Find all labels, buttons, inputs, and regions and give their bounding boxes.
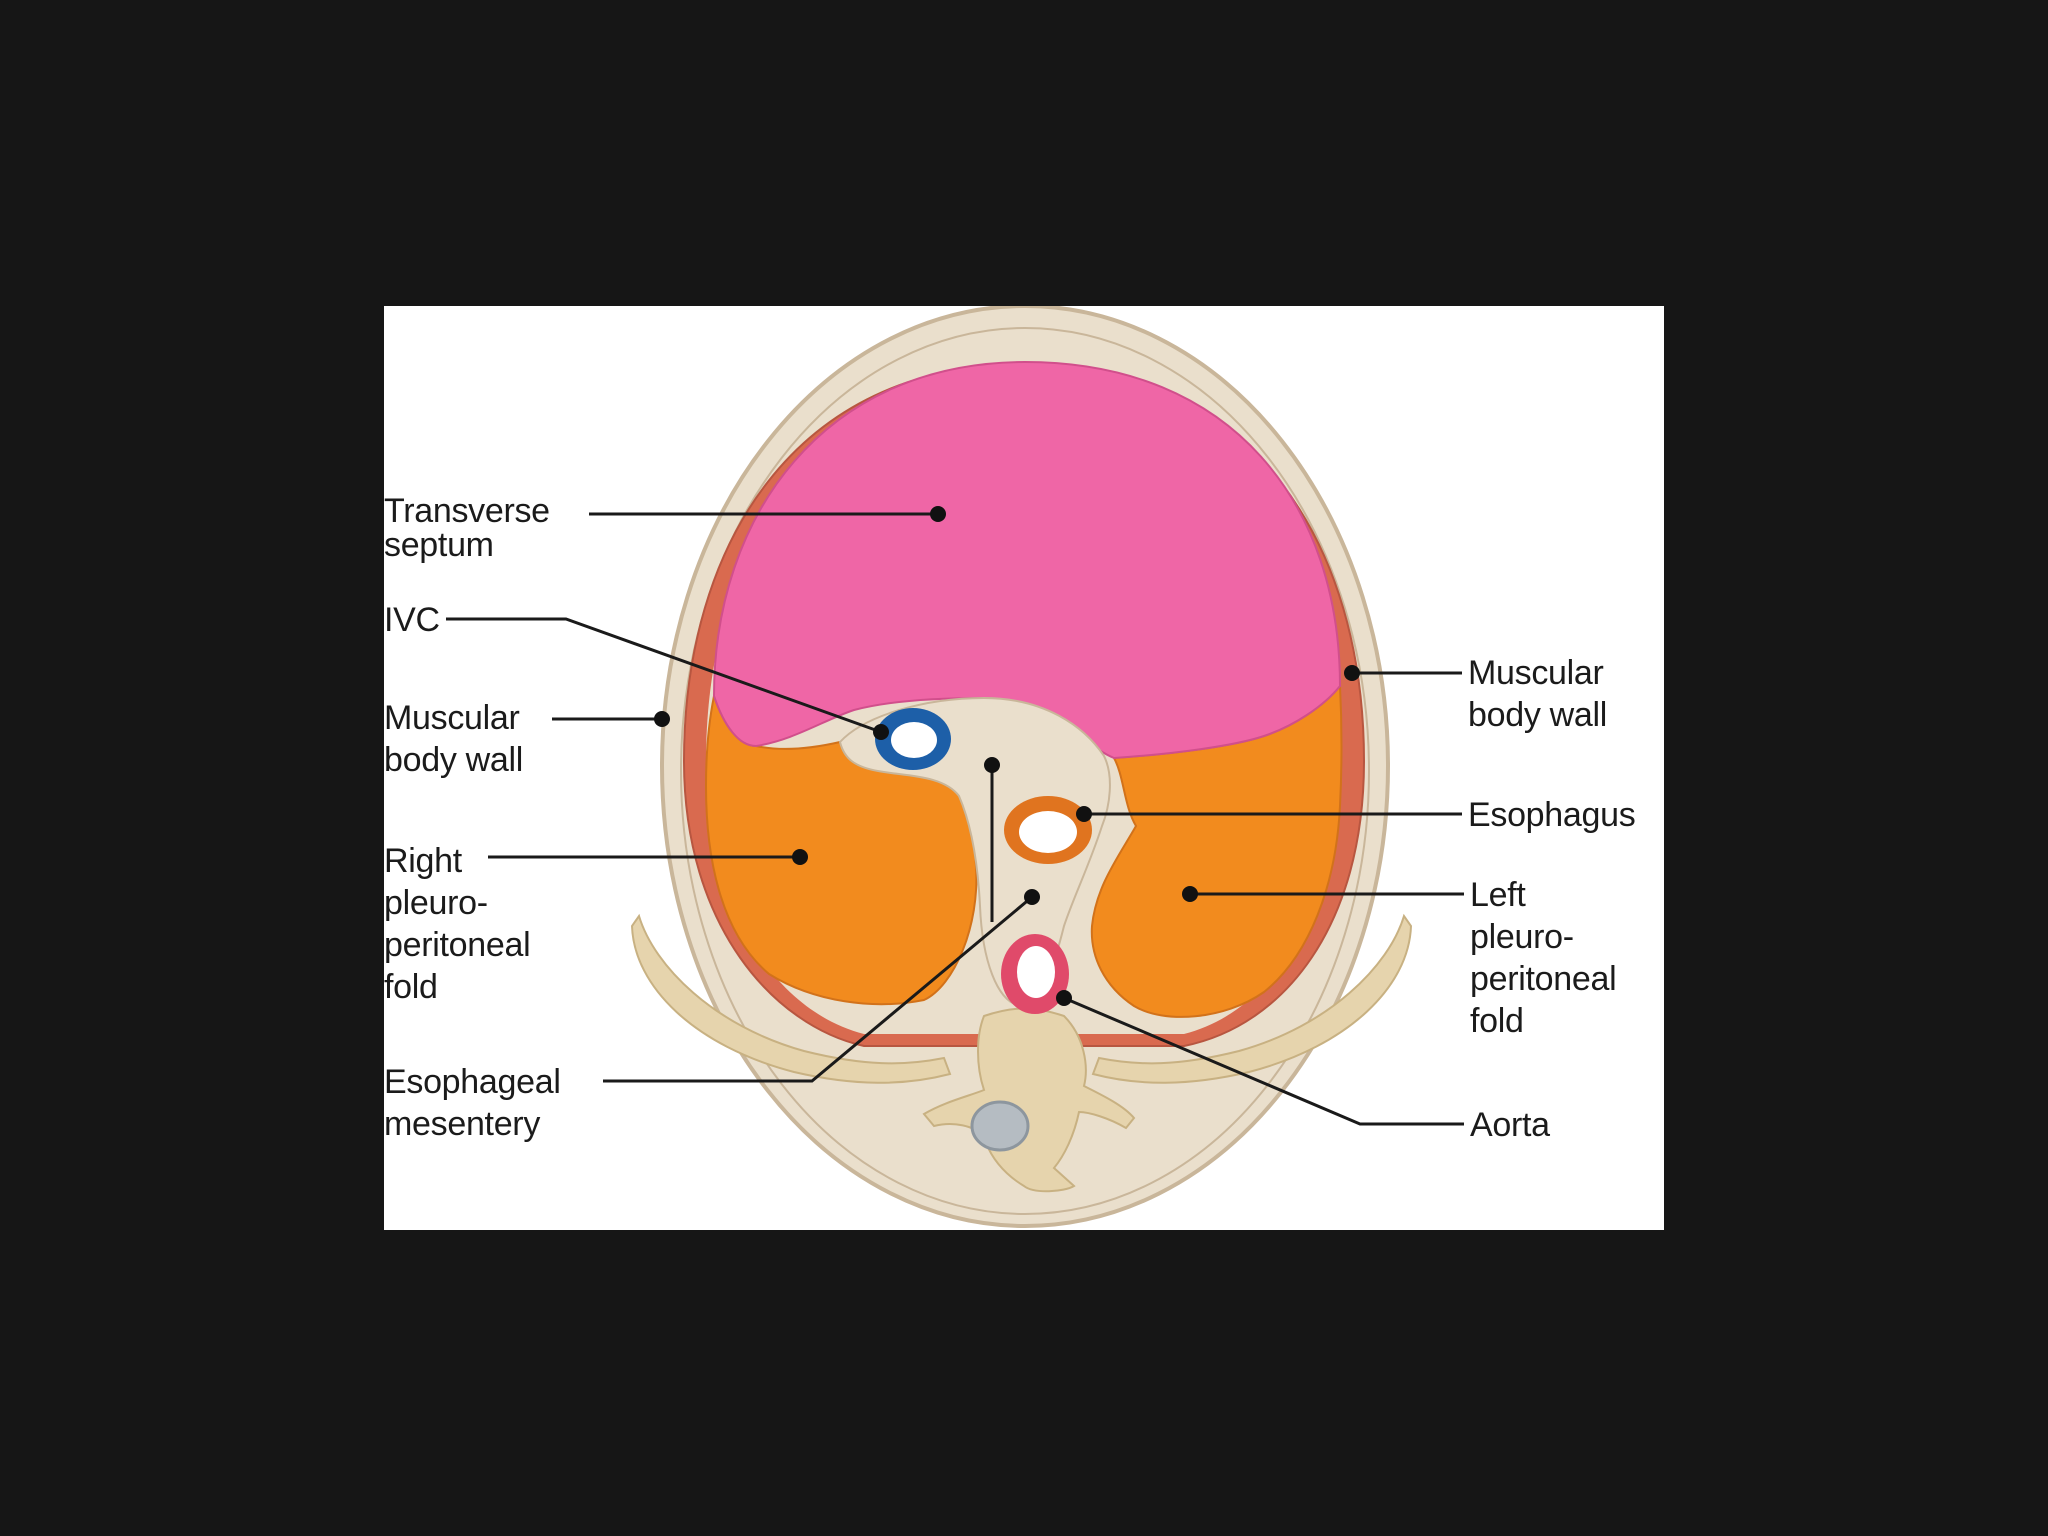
dot-aorta: [1056, 990, 1072, 1006]
label-muscular-body-wall-right: Muscular body wall: [1468, 654, 1613, 734]
label-muscular-body-wall-left: Muscular body wall: [384, 699, 529, 779]
label-esophagus: Esophagus: [1468, 796, 1635, 834]
dot-left-pleuroperitoneal-fold: [1182, 886, 1198, 902]
label-transverse-septum: Transverse septum: [384, 492, 559, 564]
dot-muscular-body-wall-left: [654, 711, 670, 727]
label-esophageal-mesentery: Esophageal mesentery: [384, 1063, 570, 1143]
diaphragm-development-diagram: Transverse septum IVC Muscular body wall…: [384, 306, 1636, 1228]
leader-ivc: [446, 617, 882, 734]
label-left-pleuroperitoneal-fold: Left pleuro- peritoneal fold: [1470, 876, 1626, 1040]
body-outline-inner-line: [680, 327, 1370, 1215]
dot-transverse-septum: [930, 506, 946, 522]
rib-arch-right: [1091, 913, 1413, 1084]
leader-esophageal-mesentery: [603, 895, 1033, 1083]
rib-arch: [630, 913, 952, 1084]
diagram-panel: Transverse septum IVC Muscular body wall…: [384, 306, 1664, 1230]
ivc-lumen: [891, 722, 937, 758]
label-right-pleuroperitoneal-fold: Right pleuro- peritoneal fold: [384, 842, 540, 1006]
spinal-canal: [970, 1100, 1030, 1152]
dot-muscular-body-wall-right: [1344, 665, 1360, 681]
dot-right-pleuroperitoneal-fold: [792, 849, 808, 865]
aorta-lumen: [1017, 946, 1055, 998]
dot-ivc: [873, 724, 889, 740]
dot-esophageal-mesentery-upper: [984, 757, 1000, 773]
dot-esophagus: [1076, 806, 1092, 822]
vertebra: [922, 1007, 1136, 1193]
leader-aorta: [1063, 996, 1464, 1126]
label-ivc: IVC: [384, 601, 440, 639]
label-aorta: Aorta: [1470, 1106, 1550, 1144]
esophagus-lumen: [1019, 811, 1077, 853]
esophageal-mesentery-shape: [838, 696, 1111, 1008]
dot-esophageal-mesentery-lower: [1024, 889, 1040, 905]
